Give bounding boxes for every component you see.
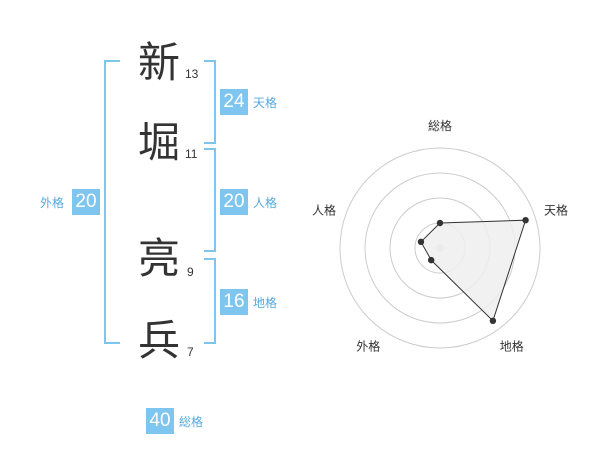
- name-char-1: 新: [138, 38, 181, 87]
- stroke-count-2: 11: [185, 147, 198, 161]
- radar-point-2: [522, 216, 529, 224]
- name-char-3: 亮: [138, 234, 181, 283]
- jinkaku-value: 20: [220, 189, 248, 215]
- gaikaku-label: 外格: [40, 196, 65, 210]
- radar-point-1: [436, 219, 444, 227]
- name-char-2: 堀: [138, 118, 181, 167]
- stroke-count-3: 9: [187, 265, 194, 279]
- chikaku-label: 地格: [253, 296, 278, 310]
- tenkaku-bracket: [204, 60, 216, 144]
- radar-axis-label-5: 人格: [312, 202, 336, 217]
- radar-axis-label-3: 地格: [500, 339, 524, 354]
- radar-point-4: [427, 256, 435, 264]
- tenkaku-value: 24: [220, 89, 248, 115]
- radar-axis-label-2: 天格: [544, 202, 568, 217]
- radar-grid-ring: [339, 147, 541, 349]
- tenkaku-label: 天格: [253, 96, 278, 110]
- jinkaku-bracket: [204, 148, 216, 252]
- radar-series-area: [420, 219, 527, 322]
- jinkaku-label: 人格: [253, 196, 278, 210]
- stroke-count-1: 13: [185, 67, 199, 81]
- soukaku-value: 40: [146, 408, 174, 434]
- radar-point-5: [417, 238, 425, 246]
- radar-point-3: [489, 317, 497, 325]
- stroke-count-4: 7: [187, 345, 194, 359]
- gaikaku-value: 20: [72, 189, 100, 215]
- chikaku-bracket: [204, 258, 216, 344]
- chikaku-value: 16: [220, 289, 248, 315]
- gaikaku-bracket: [104, 60, 120, 344]
- soukaku-label: 総格: [179, 415, 204, 429]
- name-char-4: 兵: [138, 316, 181, 365]
- radar-axis-label-1: 総格: [428, 118, 452, 133]
- radar-axis-label-4: 外格: [356, 339, 380, 354]
